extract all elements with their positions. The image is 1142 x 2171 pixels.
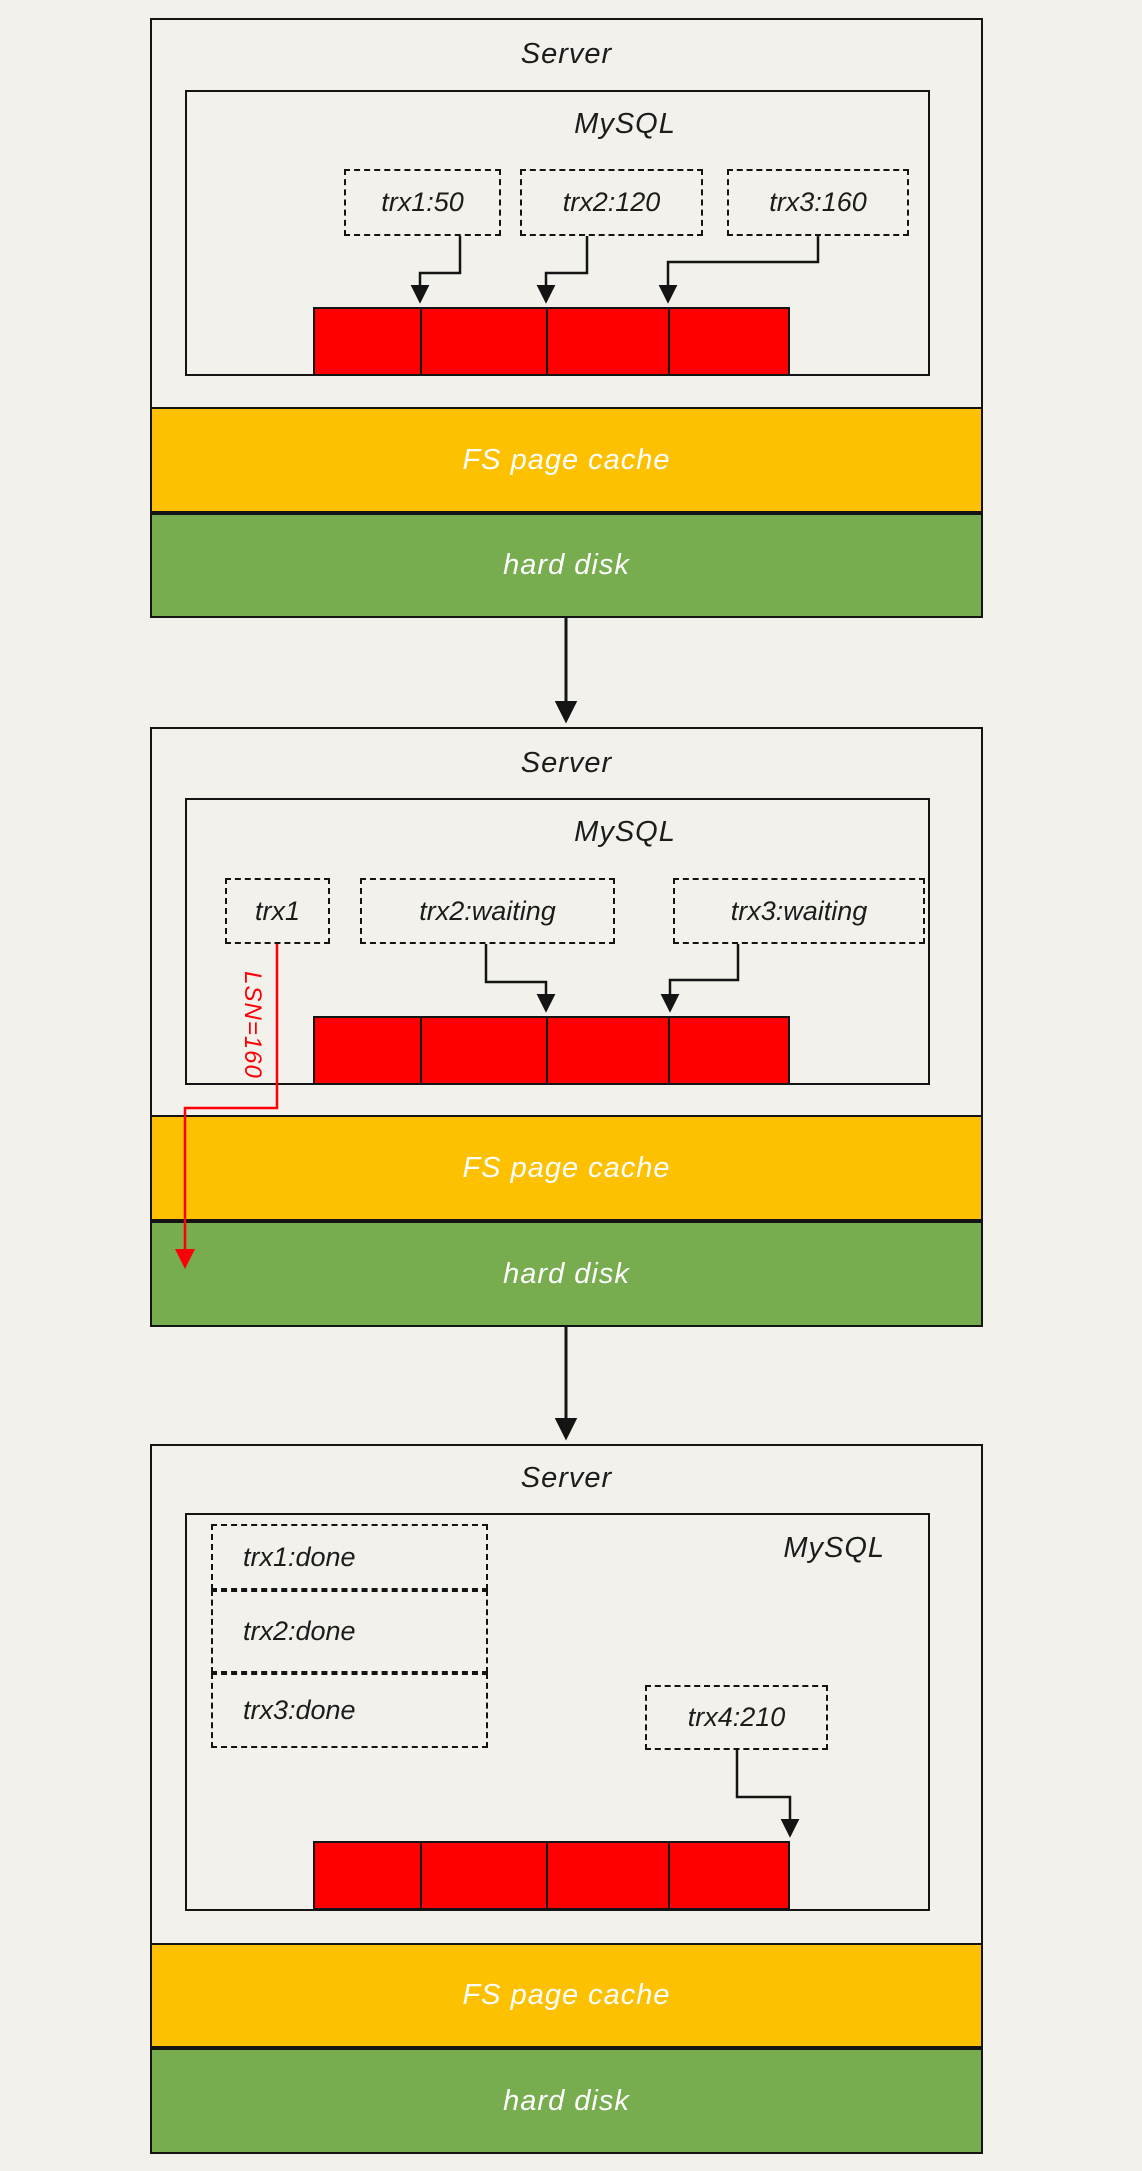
panel1-server-label: Server (520, 38, 613, 70)
panel1-hard-disk-label: hard disk (503, 549, 630, 581)
panel2-trx2-box: trx2:waiting (360, 878, 615, 944)
panel3-trx4-box: trx4:210 (645, 1685, 828, 1750)
panel3-server-label: Server (520, 1462, 613, 1494)
panel2-hard-disk-label: hard disk (503, 1257, 630, 1290)
panel1-trx3-box: trx3:160 (727, 169, 909, 236)
panel2-lsn-annotation: LSN=160 (239, 971, 266, 1079)
log-segment-divider (420, 1018, 422, 1083)
log-segment-divider (546, 1843, 548, 1908)
panel2-mysql-label: MySQL (574, 816, 676, 848)
panel3-log-buffer (313, 1841, 790, 1910)
log-segment-divider (668, 1843, 670, 1908)
panel3-fs-page-cache-label: FS page cache (462, 1979, 671, 2011)
panel1-trx1-box: trx1:50 (344, 169, 501, 236)
panel3-trx1-box: trx1:done (211, 1524, 488, 1590)
log-segment-divider (420, 1843, 422, 1908)
panel1-fs-page-cache-label: FS page cache (462, 443, 671, 476)
panel3-hard-disk-label: hard disk (503, 2084, 630, 2117)
log-segment-divider (420, 309, 422, 374)
log-segment-divider (546, 1018, 548, 1083)
panel2-fs-page-cache-label: FS page cache (462, 1151, 671, 1184)
panel2-log-buffer (313, 1016, 790, 1085)
panel3-trx2-box: trx2:done (211, 1590, 488, 1673)
panel2-trx1-box: trx1 (225, 878, 330, 944)
log-segment-divider (668, 1018, 670, 1083)
panel2-fs-page-cache: FS page cache (150, 1115, 983, 1221)
panel1-trx2-box: trx2:120 (520, 169, 703, 236)
panel3-hard-disk: hard disk (150, 2048, 983, 2154)
panel1-hard-disk: hard disk (150, 513, 983, 618)
panel1-fs-page-cache: FS page cache (150, 407, 983, 513)
panel1-mysql-label: MySQL (574, 108, 676, 140)
panel3-mysql-label: MySQL (783, 1532, 885, 1564)
panel2-server-label: Server (520, 747, 613, 779)
panel2-hard-disk: hard disk (150, 1221, 983, 1327)
panel2-trx3-box: trx3:waiting (673, 878, 925, 944)
panel1-log-buffer (313, 307, 790, 376)
panel3-trx3-box: trx3:done (211, 1673, 488, 1748)
panel3-fs-page-cache: FS page cache (150, 1943, 983, 2048)
log-segment-divider (546, 309, 548, 374)
log-segment-divider (668, 309, 670, 374)
